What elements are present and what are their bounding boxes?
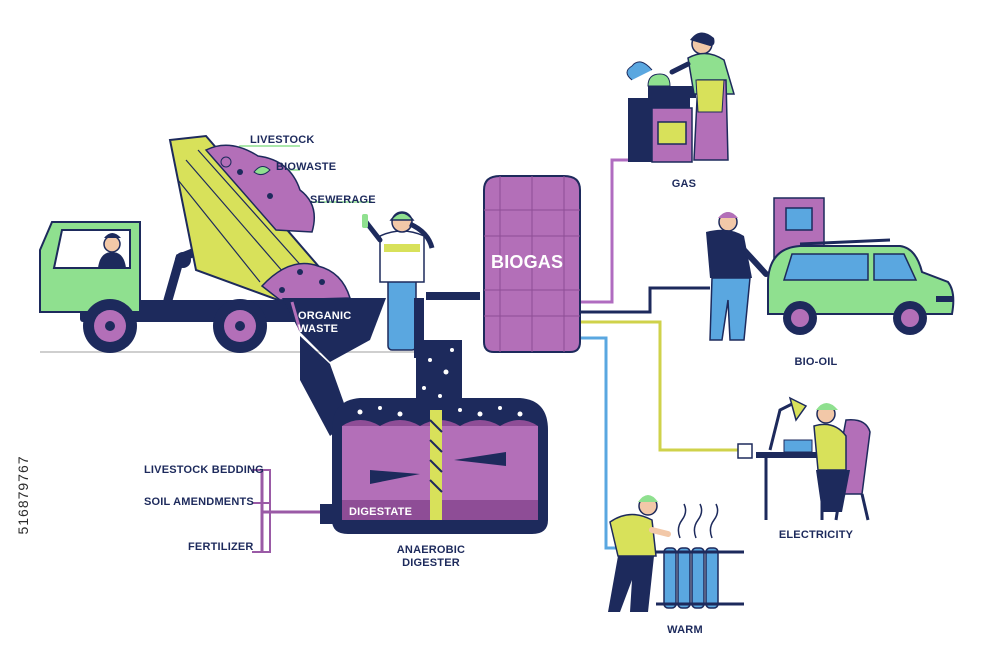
label-biogas: BIOGAS <box>491 252 564 272</box>
label-anaerobic-line1: ANAEROBIC <box>396 544 466 556</box>
anaerobic-digester-tank <box>320 292 548 534</box>
label-fertilizer: FERTILIZER <box>188 541 254 553</box>
label-anaerobic-line2: DIGESTER <box>402 557 460 569</box>
label-livestock-bedding: LIVESTOCK BEDDING <box>144 464 264 476</box>
truck-wheel-rear <box>213 299 267 353</box>
label-gas: GAS <box>671 178 697 190</box>
radiator <box>663 547 719 609</box>
worker-figure <box>362 211 435 351</box>
biowaste-leaf-icon <box>253 166 271 176</box>
pipe-gas <box>578 158 632 304</box>
label-digestate: DIGESTATE <box>349 506 413 518</box>
electricity-desk-scene <box>737 396 871 521</box>
truck-wheel-front <box>83 299 137 353</box>
gas-stove-scene <box>626 32 736 163</box>
biogas-storage-tank <box>483 175 581 353</box>
warm-radiator-scene <box>608 495 744 612</box>
label-bio-oil: BIO-OIL <box>794 356 838 368</box>
label-anaerobic-digester: ANAEROBIC DIGESTER <box>397 544 465 570</box>
pipe-warm <box>578 336 616 550</box>
label-organic-waste-line2: WASTE <box>298 323 339 335</box>
label-electricity: ELECTRICITY <box>778 529 854 541</box>
label-organic-waste-line1: ORGANIC <box>298 310 352 322</box>
pipe-bio-oil <box>578 286 710 314</box>
label-warm: WARM <box>667 624 703 636</box>
label-organic-waste: ORGANIC WASTE <box>298 310 351 336</box>
stock-image-id: 516879767 <box>8 430 38 560</box>
label-livestock: LIVESTOCK <box>250 134 315 146</box>
pipe-electricity <box>578 320 740 452</box>
dump-truck <box>39 134 352 353</box>
livestock-icon <box>220 156 232 168</box>
car-wheel-front <box>783 301 817 335</box>
bio-oil-refuel-scene <box>706 197 955 341</box>
label-biowaste: BIOWASTE <box>276 161 337 173</box>
stock-image-id-text: 516879767 <box>15 455 31 535</box>
label-sewerage: SEWERAGE <box>310 194 376 206</box>
label-soil-amendments: SOIL AMENDMENTS <box>144 496 254 508</box>
car-wheel-rear <box>893 301 927 335</box>
